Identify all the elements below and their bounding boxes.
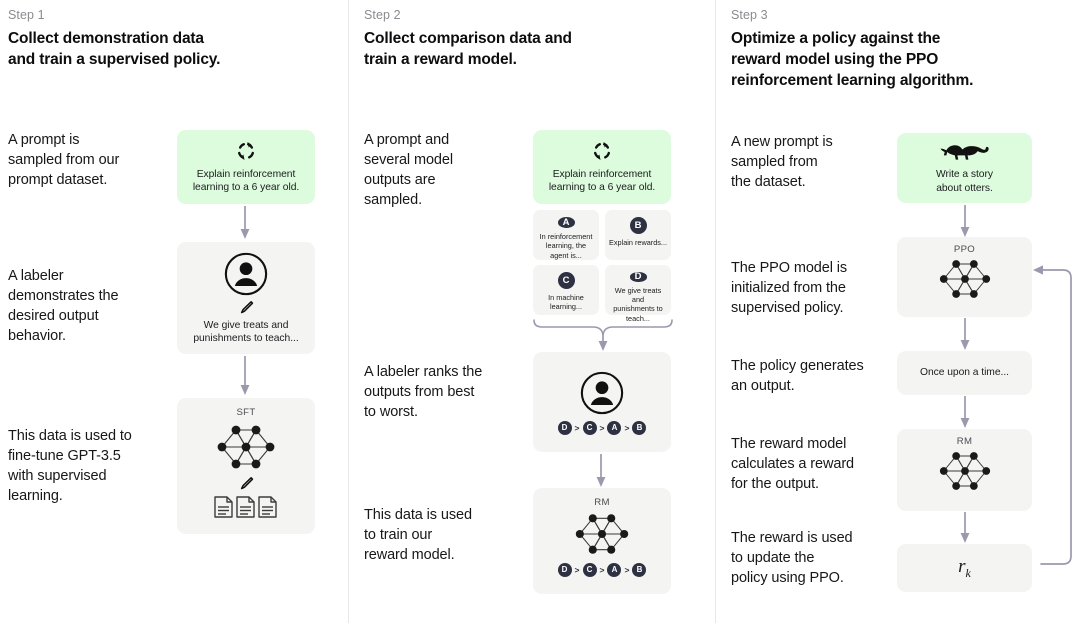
- rm-rank-badge-1: D: [557, 563, 572, 577]
- step-1-column: Step 1 Collect demonstration data and tr…: [0, 0, 348, 623]
- s2-output-card-d[interactable]: D We give treats and punishments to teac…: [605, 265, 671, 323]
- s3-ppo-title: PPO: [953, 244, 976, 255]
- s1-labeler-text: We give treats and punishments to teach.…: [193, 319, 299, 344]
- s3-ppo-card[interactable]: PPO: [897, 237, 1032, 317]
- s2-rm-card[interactable]: RM: [533, 488, 671, 594]
- s2-brace-connector: [533, 319, 673, 351]
- dashed-circle-icon: [235, 140, 257, 162]
- badge-d: D: [629, 272, 647, 282]
- neural-net-icon: [572, 510, 632, 558]
- rm-rank-badge-4: B: [632, 563, 647, 577]
- rank-sep-2: >: [599, 422, 605, 433]
- s1-arrow-1: [240, 206, 250, 239]
- rm-rank-badge-2: C: [582, 563, 597, 577]
- step-2-title: Collect comparison data and train a rewa…: [364, 30, 572, 68]
- badge-c: C: [557, 272, 575, 289]
- s2-output-text-b: Explain rewards...: [609, 238, 667, 247]
- s1-arrow-2: [240, 356, 250, 395]
- s2-output-card-c[interactable]: C In machine learning...: [533, 265, 599, 315]
- s3-feedback-loop-arrow: [1033, 265, 1072, 565]
- rm-rank-badge-3: A: [607, 563, 622, 577]
- step-1-label: Step 1: [8, 8, 45, 22]
- step-3-label: Step 3: [731, 8, 768, 22]
- rank-badge-2: C: [582, 420, 597, 435]
- person-icon: [579, 370, 625, 416]
- rank-sep-1: >: [574, 422, 580, 433]
- step-3-caption-4: The reward model calculates a reward for…: [731, 436, 855, 492]
- otter-icon: [939, 141, 991, 163]
- step-1-title: Collect demonstration data and train a s…: [8, 30, 221, 68]
- s3-output-card[interactable]: Once upon a time...: [897, 351, 1032, 395]
- step-3-caption-5: The reward is used to update the policy …: [731, 530, 853, 586]
- s1-sft-card[interactable]: SFT: [177, 398, 315, 534]
- s1-prompt-card[interactable]: Explain reinforcement learning to a 6 ye…: [177, 130, 315, 204]
- s1-labeler-card[interactable]: We give treats and punishments to teach.…: [177, 242, 315, 354]
- column-divider-2: [715, 0, 716, 623]
- rm-rank-sep-1: >: [574, 565, 580, 575]
- s3-arrow-3: [960, 396, 970, 428]
- s3-reward-card[interactable]: rk: [897, 544, 1032, 592]
- step-1-caption-3: This data is used to fine-tune GPT-3.5 w…: [8, 428, 132, 504]
- step-2-column: Step 2 Collect comparison data and train…: [348, 0, 715, 623]
- neural-net-icon: [936, 256, 994, 302]
- s2-output-card-a[interactable]: A In reinforcement learning, the agent i…: [533, 210, 599, 260]
- neural-net-icon: [936, 448, 994, 494]
- s2-arrow-1: [596, 454, 606, 487]
- s2-output-text-d: We give treats and punishments to teach.…: [613, 285, 663, 323]
- s3-rm-card[interactable]: RM: [897, 429, 1032, 511]
- s2-ranking-card[interactable]: D > C > A > B: [533, 352, 671, 452]
- rm-rank-sep-3: >: [624, 565, 630, 575]
- step-2-caption-1: A prompt and several model outputs are s…: [364, 132, 453, 208]
- s2-output-card-b[interactable]: B Explain rewards...: [605, 210, 671, 260]
- step-1-caption-1: A prompt is sampled from our prompt data…: [8, 132, 120, 188]
- neural-net-icon: [214, 421, 278, 473]
- dashed-circle-icon: [591, 140, 613, 162]
- rank-badge-1: D: [557, 420, 572, 435]
- s2-output-text-a: In reinforcement learning, the agent is.…: [539, 231, 593, 260]
- s2-output-text-c: In machine learning...: [548, 293, 584, 312]
- s3-rm-title: RM: [956, 436, 973, 447]
- rank-sep-3: >: [624, 422, 630, 433]
- person-icon: [223, 251, 269, 297]
- step-3-title: Optimize a policy against the reward mod…: [731, 30, 974, 89]
- reward-value: rk: [958, 556, 971, 581]
- column-divider-1: [348, 0, 349, 623]
- pencil-icon: [238, 299, 255, 316]
- step-3-column: Step 3 Optimize a policy against the rew…: [715, 0, 1080, 623]
- step-3-caption-2: The PPO model is initialized from the su…: [731, 260, 848, 316]
- documents-icon: [213, 495, 279, 519]
- step-2-caption-3: This data is used to train our reward mo…: [364, 507, 472, 563]
- s2-prompt-card[interactable]: Explain reinforcement learning to a 6 ye…: [533, 130, 671, 204]
- s2-ranking-row: D > C > A > B: [557, 420, 647, 435]
- s2-prompt-text: Explain reinforcement learning to a 6 ye…: [548, 168, 656, 193]
- s3-output-text: Once upon a time...: [920, 367, 1009, 379]
- badge-a: A: [557, 217, 575, 228]
- rm-rank-sep-2: >: [599, 565, 605, 575]
- step-2-caption-2: A labeler ranks the outputs from best to…: [364, 364, 483, 420]
- badge-b: B: [629, 217, 647, 234]
- s3-prompt-text: Write a story about otters.: [936, 169, 993, 194]
- s1-sft-title: SFT: [236, 407, 256, 418]
- step-1-caption-2: A labeler demonstrates the desired outpu…: [8, 268, 119, 344]
- s1-prompt-text: Explain reinforcement learning to a 6 ye…: [192, 168, 300, 193]
- s3-arrow-2: [960, 318, 970, 350]
- s3-prompt-card[interactable]: Write a story about otters.: [897, 133, 1032, 203]
- step-2-label: Step 2: [364, 8, 401, 22]
- reward-symbol: r: [958, 555, 966, 577]
- s2-rm-title: RM: [594, 497, 610, 508]
- reward-subscript: k: [965, 565, 971, 580]
- pencil-icon: [238, 475, 255, 492]
- rank-badge-4: B: [632, 420, 647, 435]
- rank-badge-3: A: [607, 420, 622, 435]
- s3-arrow-4: [960, 512, 970, 543]
- s3-arrow-1: [960, 205, 970, 237]
- step-3-caption-3: The policy generates an output.: [731, 358, 864, 394]
- step-3-caption-1: A new prompt is sampled from the dataset…: [731, 134, 833, 190]
- s2-rm-ranking-row: D > C > A > B: [557, 563, 647, 577]
